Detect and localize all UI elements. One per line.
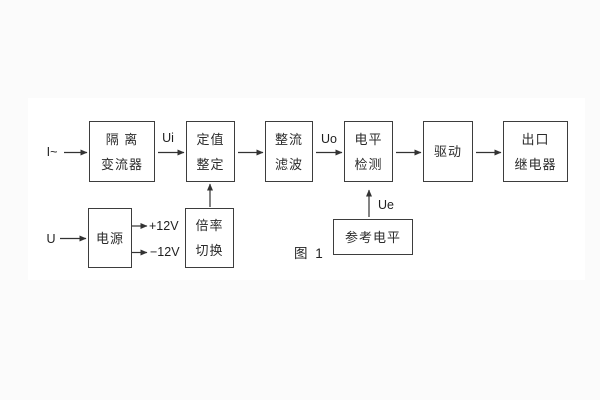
- block-label: 切换: [195, 243, 224, 258]
- block-output-relay: 出口 继电器: [503, 121, 568, 182]
- block-label: 电平: [354, 131, 383, 147]
- label-input-voltage: U: [46, 232, 56, 246]
- block-rectify-filter: 整流 滤波: [265, 121, 313, 182]
- block-label: 整定: [196, 156, 225, 172]
- block-ratio-switch: 倍率 切换: [185, 208, 234, 268]
- block-setpoint-setting: 定值 整定: [186, 121, 235, 182]
- label-plus-12v: +12V: [149, 219, 179, 233]
- block-label: 出口: [521, 131, 550, 147]
- block-label: 滤波: [274, 156, 303, 172]
- block-label: 变流器: [100, 156, 143, 172]
- label-ui: Ui: [162, 131, 174, 145]
- block-level-detect: 电平 检测: [344, 121, 393, 182]
- label-uo: Uo: [321, 132, 337, 146]
- block-label: 检测: [354, 156, 383, 172]
- block-label: 驱动: [433, 144, 462, 159]
- block-isolation-transformer: 隔 离 变流器: [89, 121, 155, 182]
- label-input-current: I~: [46, 145, 58, 159]
- block-label: 电源: [95, 230, 124, 246]
- block-label: 参考电平: [344, 229, 401, 245]
- block-reference-level: 参考电平: [333, 219, 413, 255]
- block-label: 隔 离: [105, 131, 139, 147]
- label-minus-12v: −12V: [150, 245, 180, 259]
- figure-caption: 图 1: [294, 246, 325, 261]
- block-label: 定值: [196, 131, 225, 147]
- block-power-supply: 电源: [88, 208, 132, 268]
- block-drive: 驱动: [423, 121, 473, 182]
- block-label: 倍率: [195, 218, 224, 233]
- label-ue: Ue: [378, 198, 394, 212]
- block-label: 整流: [274, 131, 303, 147]
- block-label: 继电器: [514, 156, 557, 172]
